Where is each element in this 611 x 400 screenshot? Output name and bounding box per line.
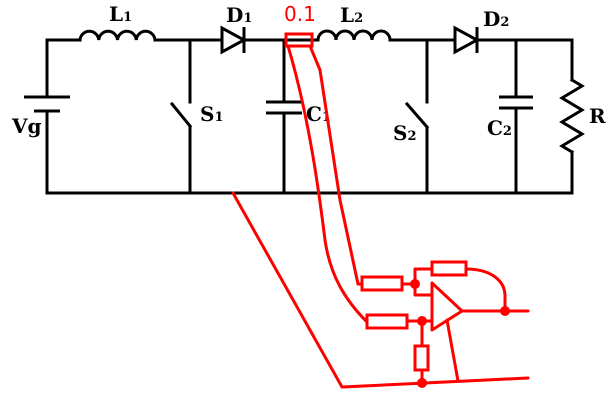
feedback-resistor: [430, 260, 468, 277]
capacitor-c1: [266, 38, 302, 195]
label-d2: D2: [483, 7, 509, 31]
sense-lead-lower: [286, 44, 369, 324]
label-r: R: [589, 104, 606, 128]
label-l1: L1: [109, 2, 132, 26]
label-c2: C2: [487, 116, 512, 140]
capacitor-c2: [499, 38, 533, 195]
label-d1: D1: [226, 3, 252, 27]
switch-s2: [404, 38, 430, 195]
current-sense-amplifier: [231, 32, 530, 389]
label-vg: Vg: [11, 114, 42, 138]
ground-resistor: [413, 344, 430, 372]
component-labels: Vg L1 D1 S1 C1 L2 D2 S2 C2 R 0.1: [11, 2, 606, 145]
input-resistor-lower: [365, 313, 409, 330]
junction-inverting: [410, 279, 420, 289]
label-s2: S2: [393, 121, 417, 145]
junction-output: [500, 306, 510, 316]
switch-s1: [169, 38, 193, 195]
input-resistor-upper: [360, 275, 404, 292]
main-circuit: [24, 25, 585, 195]
label-l2: L2: [340, 3, 363, 27]
sense-lead-upper: [308, 44, 360, 286]
resistor-r: [559, 38, 585, 195]
diode-d2: [453, 25, 481, 55]
diode-d1: [220, 25, 248, 55]
inductor-l1-coil: [78, 29, 157, 42]
label-s1: S1: [200, 102, 224, 126]
junction-non-inverting: [417, 316, 427, 326]
sense-resistor-box: [284, 32, 314, 48]
junction-ground: [417, 378, 427, 388]
ground-return: [231, 191, 530, 389]
label-sense-resistor: 0.1: [284, 2, 316, 26]
inductor-l2-coil: [316, 29, 392, 42]
